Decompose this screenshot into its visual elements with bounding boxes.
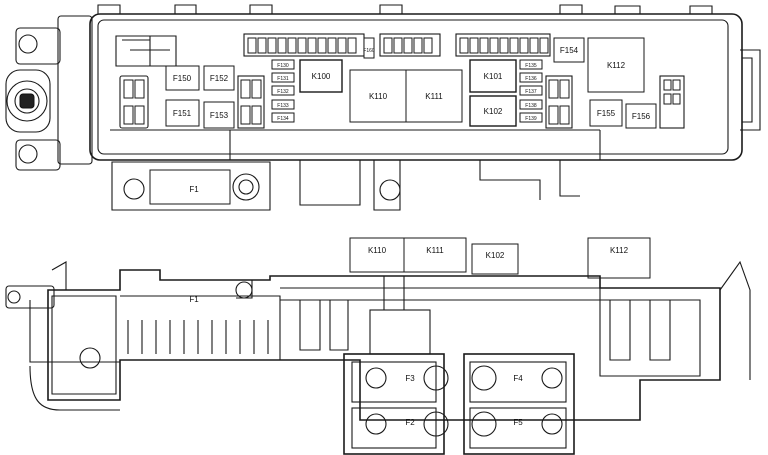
side-relay-label-k110: K110 [368,246,387,255]
fuse-label-f3: F3 [405,374,415,383]
fuse-label-f2: F2 [405,418,415,427]
fuse-label-f134: F134 [277,116,289,122]
fuse-label-f137: F137 [525,89,537,95]
fuse-label-f132: F132 [277,89,289,95]
fuse-label-f4: F4 [513,374,523,383]
fuse-label-f135: F135 [525,63,537,69]
side-relay-label-k111: K111 [426,246,444,255]
fuse-label-f151: F151 [173,109,192,118]
relay-label-k100: K100 [312,72,331,81]
side-fuse-label-f1: F1 [189,295,199,304]
fuse-label-f5: F5 [513,418,523,427]
fuse-label-f136: F136 [525,76,537,82]
fuse-label-f153: F153 [210,111,229,120]
fuse-label-f150: F150 [173,74,192,83]
relay-label-k102: K102 [484,107,503,116]
side-relay-label-k102: K102 [486,251,505,260]
fuse-label-f154: F154 [560,46,579,55]
fuse-label-f155: F155 [597,109,616,118]
fuse-label-f152: F152 [210,74,229,83]
relay-label-k101: K101 [484,72,503,81]
fuse-column-right: F135 F136 F137 F138 F139 [519,59,543,123]
fuse-label-f133: F133 [277,103,289,109]
side-view: K110 K111 K102 K112 F1 [5,237,751,455]
fuse-label-f139: F139 [525,116,537,122]
fuse-label-f156: F156 [632,112,651,121]
relay-label-k111: K111 [425,92,443,101]
fuse-label-f130: F130 [277,63,289,69]
fuse-label-f1-top: F1 [189,185,199,194]
top-view: F150 F151 F152 F153 F160 [5,4,761,211]
mini-fuse-row-top [247,37,357,54]
fuse-label-f160: F160 [363,48,375,54]
relay-label-k110: K110 [369,92,388,101]
side-relay-label-k112: K112 [610,246,629,255]
relay-label-k112: K112 [607,61,626,70]
fuse-label-f138: F138 [525,103,537,109]
fuse-column-left: F130 F131 F132 F133 F134 [271,59,295,123]
fuse-label-f131: F131 [277,76,289,82]
